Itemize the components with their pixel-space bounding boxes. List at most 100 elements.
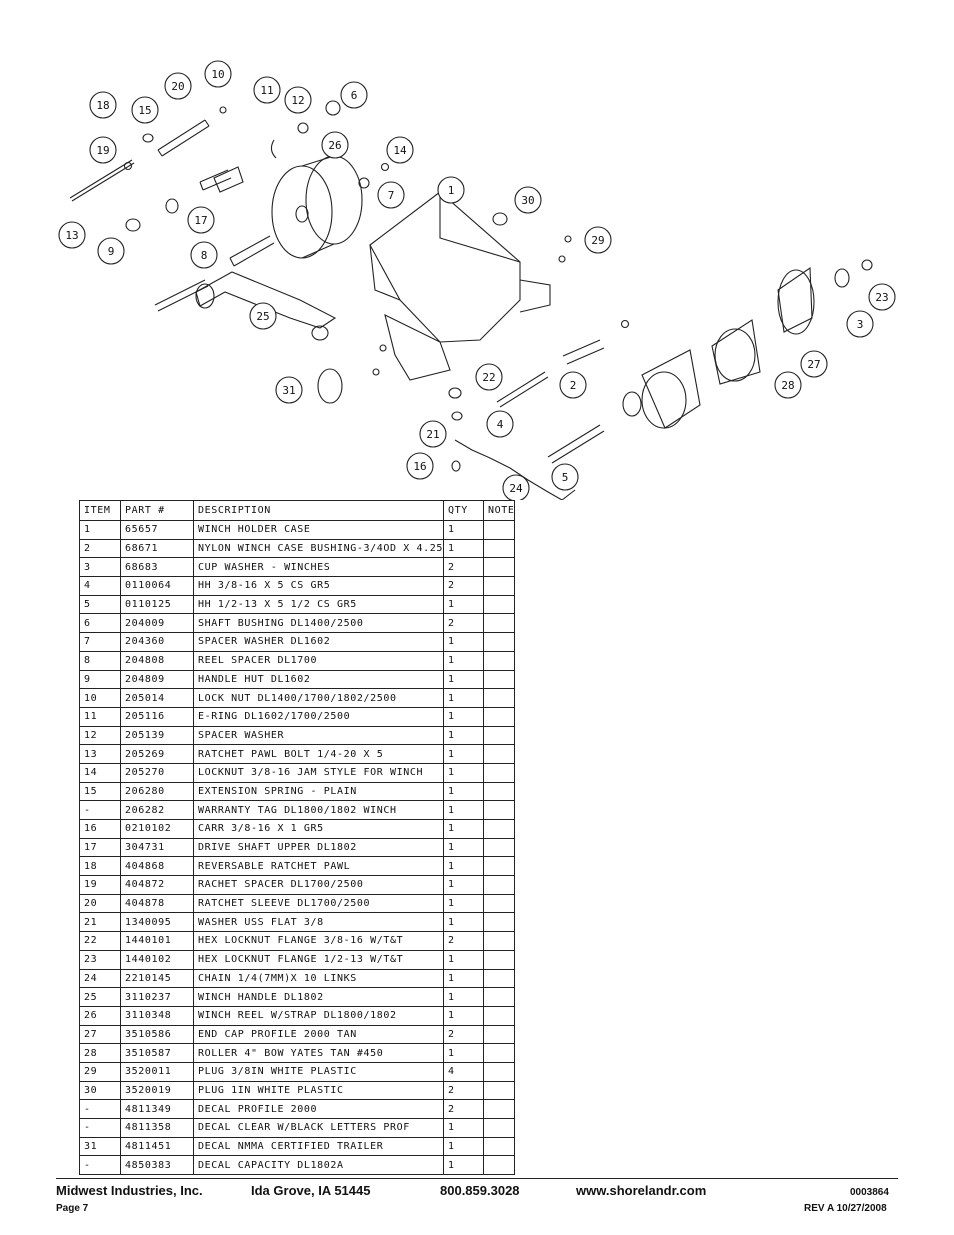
cell-item: 10	[79, 688, 121, 708]
header-description: DESCRIPTION	[193, 500, 444, 521]
callout-label: 16	[413, 460, 426, 473]
callout-label: 1	[448, 184, 455, 197]
cell-qty: 2	[442, 1024, 484, 1045]
header-note: NOTE	[482, 500, 516, 521]
cell-note	[482, 613, 516, 634]
callout-label: 8	[201, 249, 208, 262]
cell-note	[482, 800, 516, 820]
callout-label: 2	[570, 379, 577, 392]
callout-label: 26	[328, 139, 341, 152]
callout-28: 16	[406, 452, 434, 480]
footer-page: Page 7	[56, 1203, 89, 1214]
cell-note	[482, 669, 516, 690]
cell-note	[482, 725, 516, 746]
cell-item: 18	[79, 856, 121, 877]
cell-note	[482, 576, 516, 596]
cell-description: SHAFT BUSHING DL1400/2500	[193, 613, 444, 634]
header-qty: QTY	[442, 500, 484, 521]
cell-qty: 1	[442, 819, 484, 839]
cell-qty: 1	[442, 800, 484, 820]
callout-label: 28	[781, 379, 794, 392]
cell-qty: 1	[442, 594, 484, 615]
callout-label: 13	[65, 229, 78, 242]
footer-rule	[56, 1178, 898, 1179]
cell-part: 1340095	[120, 912, 194, 933]
callout-circle	[187, 206, 215, 234]
cell-note	[482, 1136, 516, 1157]
cell-note	[482, 1099, 516, 1119]
cell-part: 0110125	[120, 594, 194, 615]
cell-part: 204009	[120, 613, 194, 634]
callout-22: 31	[275, 376, 303, 404]
cell-part: 3520011	[120, 1061, 194, 1082]
cell-item: 12	[79, 725, 121, 746]
cell-note	[482, 557, 516, 578]
cell-qty: 1	[442, 1005, 484, 1026]
cell-note	[482, 1005, 516, 1026]
cell-description: ROLLER 4" BOW YATES TAN #450	[193, 1043, 444, 1063]
cell-part: 65657	[120, 520, 194, 540]
cell-item: 16	[79, 819, 121, 839]
callout-14: 9	[97, 237, 125, 265]
cell-qty: 1	[442, 706, 484, 727]
cell-description: DECAL PROFILE 2000	[193, 1099, 444, 1119]
callout-label: 20	[171, 80, 184, 93]
cell-description: REEL SPACER DL1700	[193, 650, 444, 671]
cell-note	[482, 1043, 516, 1063]
cell-note	[482, 650, 516, 671]
cell-note	[482, 819, 516, 839]
cell-note	[482, 931, 516, 951]
cell-note	[482, 706, 516, 727]
cell-part: 3510587	[120, 1043, 194, 1063]
cell-qty: 1	[442, 837, 484, 858]
callout-2: 11	[253, 76, 281, 104]
callout-circle	[377, 181, 405, 209]
callout-label: 12	[291, 94, 304, 107]
callout-circle	[437, 176, 465, 204]
callout-23: 22	[475, 363, 503, 391]
callout-7: 19	[89, 136, 117, 164]
cell-qty: 1	[442, 875, 484, 895]
cell-part: 4811358	[120, 1118, 194, 1138]
cell-description: LOCK NUT DL1400/1700/1802/2500	[193, 688, 444, 708]
cell-qty: 1	[442, 912, 484, 933]
cell-item: 19	[79, 875, 121, 895]
callout-label: 6	[351, 89, 358, 102]
cell-qty: 2	[442, 931, 484, 951]
callout-15: 17	[187, 206, 215, 234]
cell-part: 4811349	[120, 1099, 194, 1119]
cell-qty: 1	[442, 538, 484, 559]
callout-4: 15	[131, 96, 159, 124]
cell-item: 13	[79, 744, 121, 764]
cell-description: CUP WASHER - WINCHES	[193, 557, 444, 578]
cell-part: 206282	[120, 800, 194, 820]
callout-label: 30	[521, 194, 534, 207]
cell-qty: 1	[442, 1155, 484, 1176]
cell-note	[482, 744, 516, 764]
callout-circle	[502, 474, 530, 500]
cell-description: DECAL CLEAR W/BLACK LETTERS PROF	[193, 1118, 444, 1138]
callout-5: 12	[284, 86, 312, 114]
cell-item: 15	[79, 781, 121, 802]
callout-18: 25	[249, 302, 277, 330]
callout-circle	[164, 72, 192, 100]
cell-part: 3110348	[120, 1005, 194, 1026]
callout-circle	[868, 283, 896, 311]
diagram-parts	[69, 100, 873, 500]
cell-part: 404872	[120, 875, 194, 895]
callout-circle	[253, 76, 281, 104]
callout-circle	[249, 302, 277, 330]
cell-item: -	[79, 800, 121, 820]
header-item: ITEM	[79, 500, 121, 521]
